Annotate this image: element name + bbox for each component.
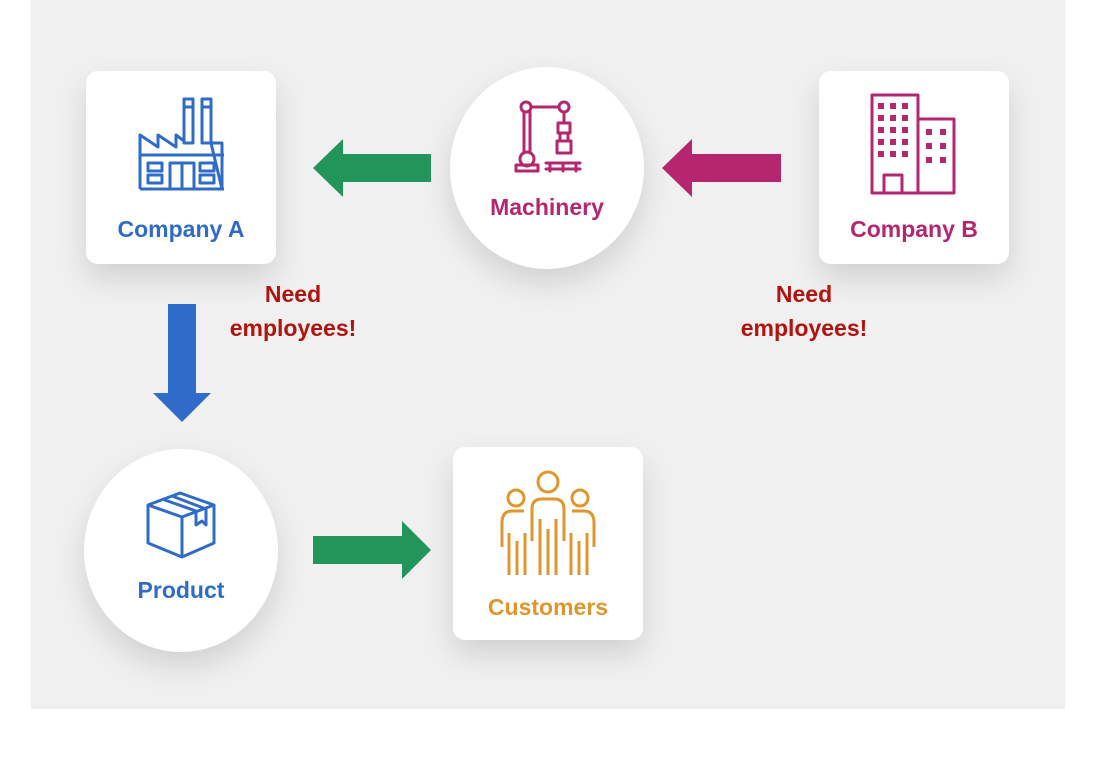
- factory-icon: [138, 97, 224, 191]
- note-right-line1: Need: [775, 281, 833, 307]
- customers-node: Customers: [453, 447, 643, 640]
- product-node: Product: [84, 449, 278, 652]
- company-b-label: Company B: [850, 216, 978, 242]
- arrow-product-to-customers: [313, 521, 431, 579]
- company-b-node: Company B: [819, 71, 1009, 264]
- note-right-line2: employees!: [740, 315, 868, 341]
- company-a-label: Company A: [117, 216, 245, 242]
- need-employees-note-left: Need employees!: [193, 277, 393, 345]
- arrow-company-b-to-machinery: [662, 139, 781, 197]
- product-label: Product: [137, 577, 225, 603]
- note-left-line2: employees!: [229, 315, 357, 341]
- note-left-line1: Need: [264, 281, 322, 307]
- machinery-label: Machinery: [490, 194, 604, 220]
- robot-arm-icon: [514, 100, 582, 173]
- people-group-icon: [500, 470, 596, 575]
- arrow-machinery-to-company-a: [313, 139, 431, 197]
- arrow-company-a-to-product: [153, 304, 211, 422]
- box-icon: [146, 491, 216, 559]
- company-a-node: Company A: [86, 71, 276, 264]
- customers-label: Customers: [487, 594, 609, 620]
- need-employees-note-right: Need employees!: [704, 277, 904, 345]
- machinery-node: Machinery: [450, 67, 644, 269]
- office-building-icon: [870, 93, 956, 195]
